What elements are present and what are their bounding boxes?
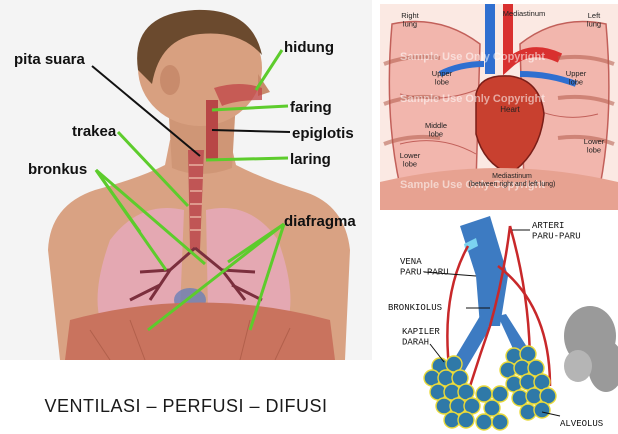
watermark-1: Sample Use Only Copyright [400,51,545,63]
label-trakea: trakea [72,123,117,140]
lung-tissue [564,306,618,392]
label-mediastinum: Mediastinum [503,9,546,18]
caption-area: VENTILASI – PERFUSI – DIFUSI [0,360,372,434]
respiratory-anatomy-panel: pita suara hidung faring epiglotis larin… [0,0,372,360]
label-bronkiolus: BRONKIOLUS [388,303,442,313]
respiratory-anatomy-illustration: pita suara hidung faring epiglotis larin… [0,0,372,360]
label-alveolus: ALVEOLUS [560,419,603,429]
label-pita-suara: pita suara [14,51,86,68]
caption: VENTILASI – PERFUSI – DIFUSI [0,396,372,417]
heart-lung-illustration: Sample Use Only Copyright Sample Use Onl… [380,4,618,210]
label-bronkus: bronkus [28,161,87,178]
label-heart: Heart [500,105,520,114]
label-faring: faring [290,99,332,116]
label-diafragma: diafragma [284,213,356,230]
alveolus-clusters [424,346,556,430]
label-laring: laring [290,151,331,168]
label-hidung: hidung [284,39,334,56]
label-epiglotis: epiglotis [292,125,354,142]
heart-lung-panel: Sample Use Only Copyright Sample Use Onl… [380,4,618,210]
watermark-2: Sample Use Only Copyright [400,93,545,105]
